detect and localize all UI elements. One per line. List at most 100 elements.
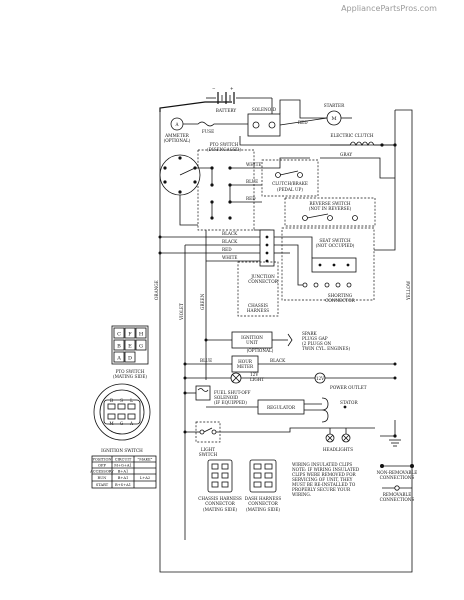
ign-table-h1: CIRCUIT	[115, 458, 132, 462]
ignition-switch-schematic	[159, 154, 201, 196]
starter: M STARTER RED	[279, 103, 352, 126]
ign-table-r0c1: M+G+A1	[114, 464, 131, 468]
solenoid: SOLENOID	[247, 97, 281, 137]
ign-table-r1c0: ACCESSORY	[89, 470, 114, 474]
wire-yellow-trunk: YELLOW	[406, 280, 411, 301]
ign-table-r2c0: RUN	[98, 476, 107, 480]
electric-clutch: ELECTRIC CLUTCH	[330, 133, 397, 147]
wire-blue-2: BLUE	[200, 358, 212, 363]
pto-switch-label: PTO SWITCH	[210, 142, 239, 147]
ign-term-b: B	[110, 398, 113, 403]
wiring-note: WIRING INSULATED CLIPS NOTE: IF WIRING I…	[292, 462, 361, 497]
wire-white-2: WHITE	[222, 255, 237, 260]
svg-text:M: M	[331, 116, 336, 122]
seat-switch-state: (NOT OCCUPIED)	[316, 243, 355, 248]
wire-green-trunk: GREEN	[200, 293, 205, 310]
ground-bottom	[380, 420, 401, 447]
svg-text:STATOR: STATOR	[340, 400, 358, 405]
pto-pin-e: E	[128, 344, 132, 350]
ign-term-s: S	[120, 398, 123, 403]
clutch-brake-switch: CLUTCH/BRAKE (PEDAL UP)	[261, 159, 319, 197]
headlights: HEADLIGHTS	[323, 428, 353, 452]
junction-dots	[158, 235, 397, 434]
svg-text:(MATING SIDE): (MATING SIDE)	[203, 507, 237, 512]
hour-meter-optional: (OPTIONAL)	[247, 348, 274, 353]
wire-red-1: RED	[246, 196, 256, 201]
ign-table-r0c0: OFF	[98, 464, 106, 468]
ign-table-r1c1: B+A1	[118, 470, 129, 474]
reverse-switch-state: (NOT IN REVERSE)	[309, 206, 352, 211]
battery: + − BATTERY	[206, 86, 250, 113]
watermark-text: AppliancePartsPros.com	[341, 4, 437, 13]
fuse: FUSE	[183, 121, 248, 134]
pto-pin-f: F	[128, 332, 132, 338]
battery-plus: +	[230, 86, 234, 91]
wires-mid: BLACK BLACK RED WHITE	[160, 110, 396, 286]
wire-black-1: BLACK	[222, 231, 238, 236]
electric-clutch-label: ELECTRIC CLUTCH	[330, 133, 374, 138]
svg-text:12V: 12V	[316, 376, 325, 381]
pto-pin-g: G	[139, 344, 143, 350]
seat-switch-label: SEAT SWITCH	[319, 238, 351, 243]
ign-table-r3c0: START	[96, 483, 109, 487]
ign-term-a: A	[129, 421, 134, 426]
pto-pin-c: C	[117, 332, 121, 338]
svg-text:WIRING INSULATED CLIPS N: WIRING INSULATED CLIPS NOTE: IF WIRING I…	[292, 462, 361, 497]
trunk-labels: ORANGE VIOLET GREEN YELLOW	[154, 280, 411, 321]
pto-pin-a: A	[116, 356, 121, 362]
pto-pin-b: B	[117, 344, 121, 350]
ammeter-optional: (OPTIONAL)	[164, 138, 191, 143]
ign-table-h2: "MAKE"	[138, 458, 153, 462]
svg-text:REGULATOR: REGULATOR	[267, 405, 296, 410]
reverse-switch-label: REVERSE SWITCH	[309, 201, 351, 206]
ammeter-label: AMMETER	[164, 133, 190, 138]
ign-term-m: M	[109, 421, 114, 426]
battery-minus: −	[212, 86, 216, 91]
wire-black-2: BLACK	[222, 239, 238, 244]
wire-orange-trunk: ORANGE	[154, 280, 159, 300]
svg-text:A: A	[174, 122, 179, 127]
svg-text:POWER OUTLET: POWER OUTLET	[330, 385, 367, 390]
ignition-table: POSITION CIRCUIT "MAKE" OFF M+G+A1 ACCES…	[89, 455, 157, 489]
ign-term-l: L	[130, 398, 133, 403]
ign-table-r3c1: B+S+A1	[115, 483, 131, 487]
wire-blue-1: BLUE	[246, 179, 258, 184]
ign-table-r2c1: B+A1	[118, 476, 129, 480]
ignition-switch-face: B S L M G A IGNITION SWITCH	[93, 383, 151, 453]
regulator: REGULATOR	[206, 399, 322, 415]
wire-gray-1: GRAY	[340, 152, 352, 157]
wire-violet-trunk: VIOLET	[179, 303, 184, 321]
battery-label: BATTERY	[216, 108, 237, 113]
reverse-switch: REVERSE SWITCH (NOT IN REVERSE)	[284, 197, 376, 227]
wire-red-2: RED	[222, 247, 232, 252]
ign-term-g: G	[120, 421, 124, 426]
wire-red-starter: RED	[298, 120, 308, 125]
solenoid-label: SOLENOID	[252, 107, 277, 112]
ammeter: A AMMETER (OPTIONAL)	[164, 117, 191, 143]
ign-table-r2c2: L+A2	[140, 476, 150, 480]
pto-pin-d: D	[128, 356, 132, 362]
